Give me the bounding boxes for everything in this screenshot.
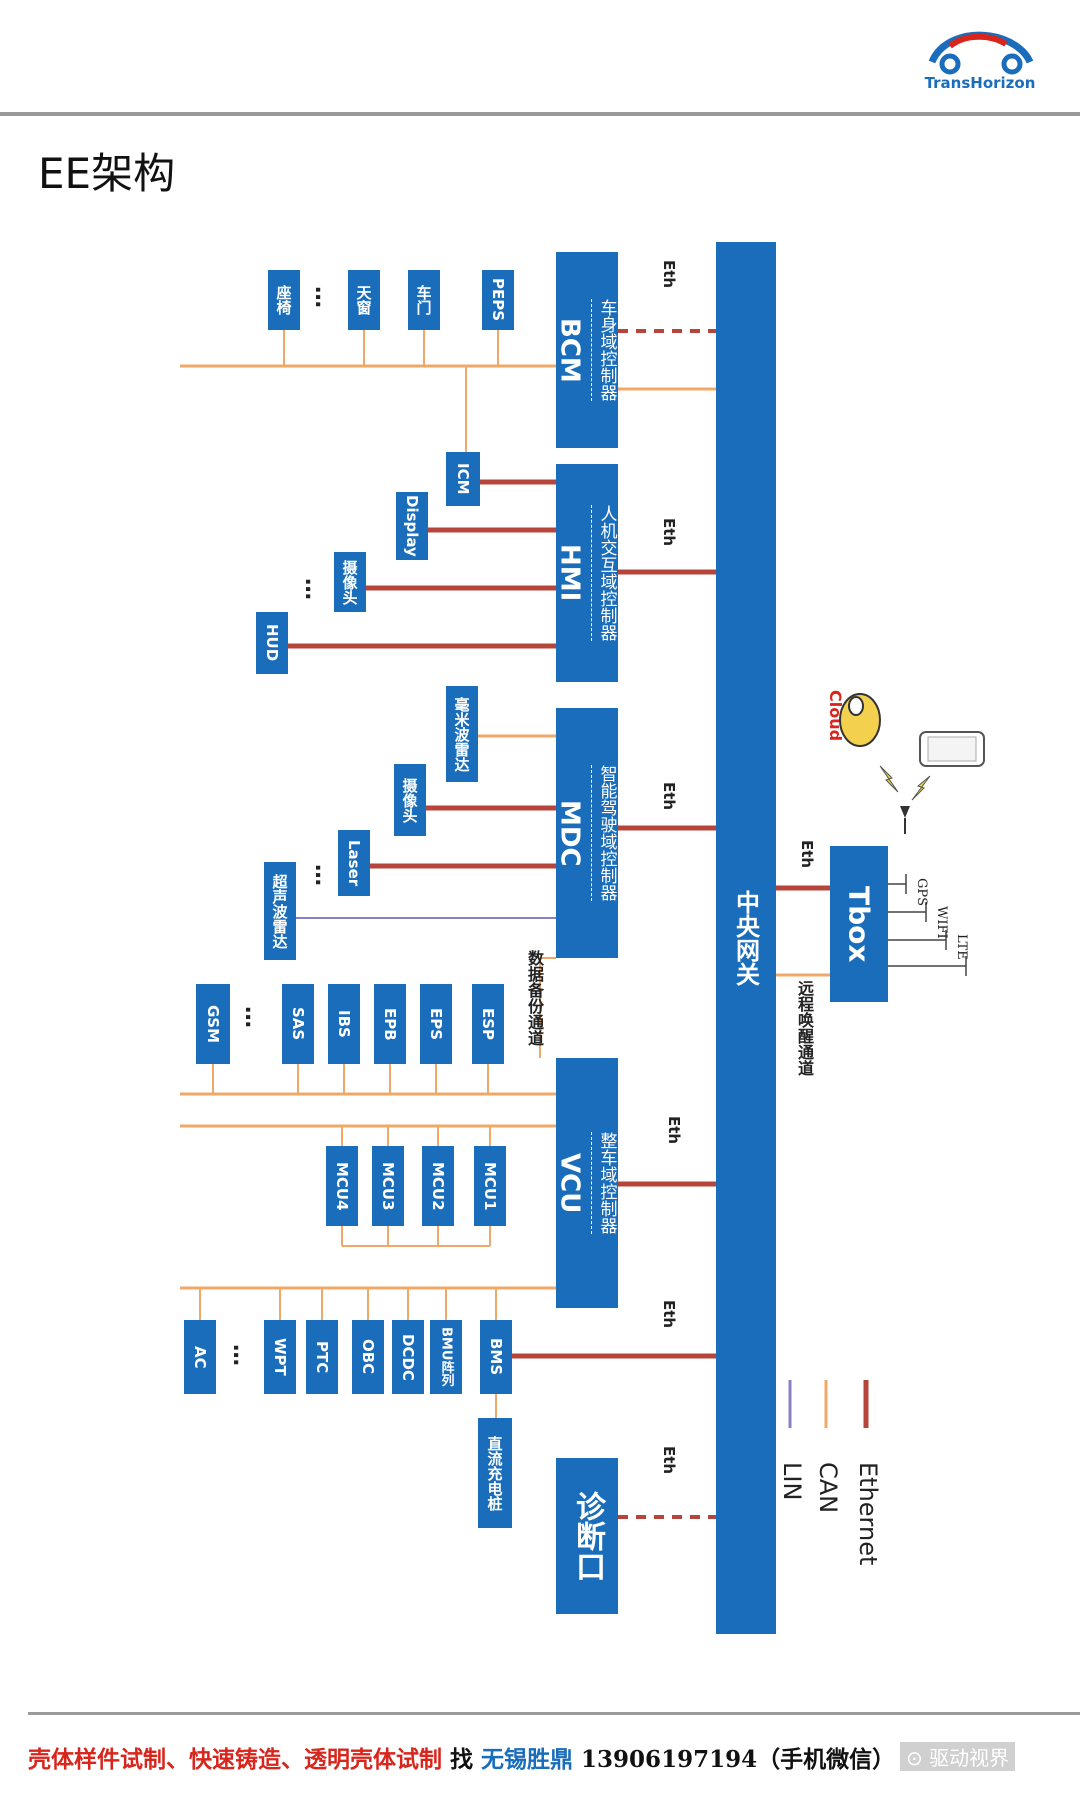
node-seat: 座椅 [268,270,300,330]
cloud [830,690,890,750]
node-eps: EPS [420,984,452,1064]
eth-label: Eth [665,1116,683,1145]
footer-divider [28,1712,1080,1715]
mdc-controller: MDC 智能驾驶域控制器 [556,708,618,958]
node-gsm: GSM [196,984,230,1064]
ellipsis: … [240,1006,265,1028]
hmi-code: HMI [556,544,585,602]
vcu-code: VCU [556,1152,585,1214]
node-bms: BMS [480,1320,512,1394]
hmi-controller: HMI 人机交互域控制器 [556,464,618,682]
node-mcu4: MCU4 [326,1146,358,1226]
eth-label: Eth [798,840,816,869]
wake-channel-label: 远程唤醒通道 [795,980,814,1076]
cloud-icon [839,693,881,747]
lightning-signal-icon [879,765,931,834]
node-sas: SAS [282,984,314,1064]
header-divider [0,112,1080,116]
smartphone-icon [919,731,985,767]
central-gateway: 中央网关 [716,242,776,1634]
node-icm: ICM [446,452,480,506]
ellipsis: … [310,864,335,886]
car-logo-icon [928,31,1034,75]
eth-label: Eth [660,782,678,811]
node-obc: OBC [352,1320,384,1394]
node-ptc: PTC [306,1320,338,1394]
node-mcu3: MCU3 [372,1146,404,1226]
page-title: EE架构 [38,149,176,198]
vcu-name: 整车域控制器 [590,1132,619,1234]
node-hud: HUD [256,612,288,674]
node-ultrasonic: 超声波雷达 [264,862,296,960]
footer-wechat: （手机微信） [757,1746,896,1773]
phone [918,730,988,774]
eth-label: Eth [660,260,678,289]
node-wpt: WPT [264,1320,296,1394]
mdc-code: MDC [556,799,585,867]
node-laser: Laser [338,830,370,896]
legend-can: CAN [814,1462,842,1514]
antenna-label-gps: GPS [914,878,929,907]
bcm-name: 车身域控制器 [590,299,619,401]
footer-company: 无锡胜鼎 [481,1746,574,1773]
logo-text: TransHorizon [924,74,1036,92]
backup-channel-label: 数据备份通道 [525,950,544,1046]
mdc-name: 智能驾驶域控制器 [590,765,619,901]
node-epb: EPB [374,984,406,1064]
logo: TransHorizon [920,22,1040,102]
watermark: ⊙ 驱动视界 [900,1742,1016,1771]
eth-label: Eth [660,518,678,547]
antenna-label-lte: LTE [954,934,969,960]
node-esp: ESP [472,984,504,1064]
diagnostic-port: 诊断口 [556,1458,618,1614]
ellipsis: … [300,578,325,600]
footer-phone: 13906197194 [581,1746,758,1773]
hmi-name: 人机交互域控制器 [590,505,619,641]
node-radar: 毫米波雷达 [446,686,478,782]
node-dc-charger: 直流充电桩 [478,1418,512,1528]
wireless-signal [870,756,940,840]
eth-label: Eth [660,1446,678,1475]
antenna-label-wifi: WIFI [934,906,949,939]
node-ibs: IBS [328,984,360,1064]
legend-lin: LIN [778,1462,806,1501]
footer: 壳体样件试制、快速铸造、透明壳体试制 找 无锡胜鼎 13906197194（手机… [28,1740,1078,1780]
node-mcu2: MCU2 [422,1146,454,1226]
eth-label: Eth [660,1300,678,1329]
bcm-controller: BCM 车身域控制器 [556,252,618,448]
footer-service: 壳体样件试制、快速铸造、透明壳体试制 [28,1746,442,1773]
node-display: Display [396,492,428,560]
vcu-controller: VCU 整车域控制器 [556,1058,618,1308]
node-mcu1: MCU1 [474,1146,506,1226]
node-sunroof: 天窗 [348,270,380,330]
node-door: 车门 [408,270,440,330]
bcm-code: BCM [556,317,585,383]
node-mdc-camera: 摄像头 [394,764,426,836]
legend-ethernet: Ethernet [854,1462,882,1566]
node-dcdc: DCDC [392,1320,424,1394]
ellipsis: … [228,1344,253,1366]
wechat-icon: ⊙ [906,1746,923,1770]
footer-find: 找 [450,1746,474,1773]
node-ac: AC [184,1320,216,1394]
tbox: Tbox [830,846,888,1002]
ellipsis: … [310,286,335,308]
node-peps: PEPS [482,270,514,330]
node-bmu: BMU阵列 [430,1320,462,1394]
node-hmi-camera: 摄像头 [334,552,366,612]
cloud-label: Cloud [826,690,845,742]
